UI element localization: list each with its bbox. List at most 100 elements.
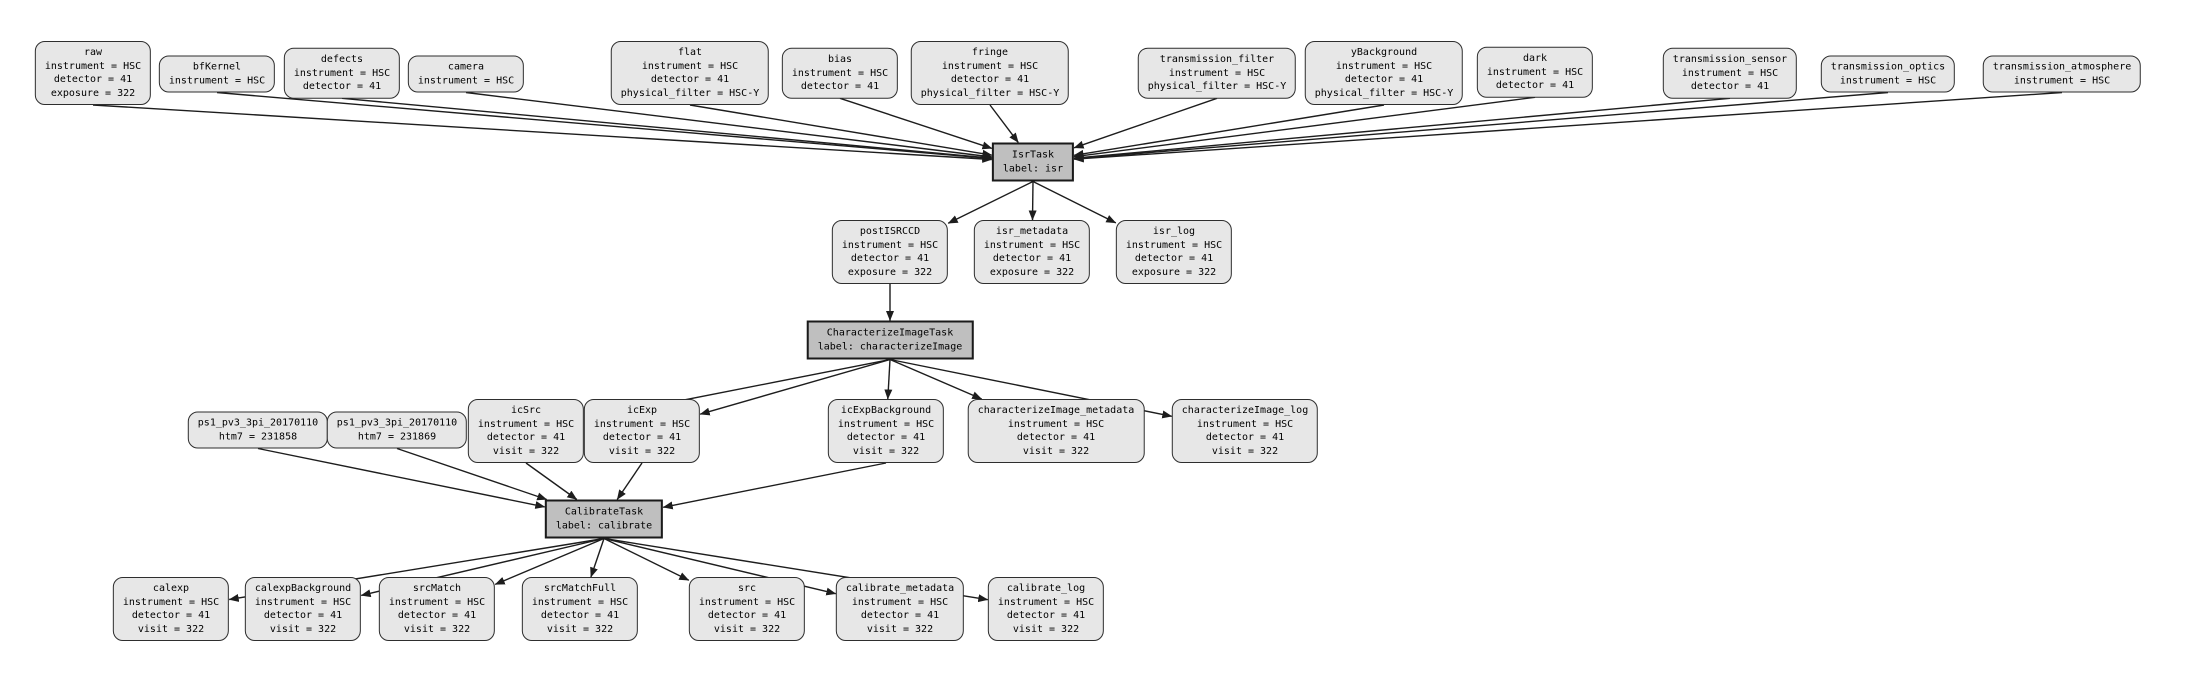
node-attribute: detector = 41 [707, 610, 787, 621]
node-title: ps1_pv3_3pi_20170110 [197, 417, 319, 429]
node-title: bias [827, 53, 853, 65]
node-title: flat [677, 47, 703, 58]
dataset-node-characterizeImage_metadata: characterizeImage_metadata instrument = H… [967, 399, 1145, 463]
node-title: yBackground [1350, 47, 1418, 58]
node-attribute: label: calibrate [555, 520, 653, 531]
node-attribute: detector = 41 [602, 432, 682, 443]
edge-isr-to-postISRCCD [947, 180, 1034, 224]
edge-isr-to-isr_metadata [1028, 181, 1037, 221]
node-attribute: instrument = HSC [1007, 418, 1105, 430]
dataset-node-camera: camera instrument = HSC [407, 55, 525, 93]
edge-icExpBackground-to-calibrate [662, 462, 887, 510]
node-attribute: instrument = HSC [293, 67, 391, 79]
edge-defects-to-isr [341, 97, 993, 162]
node-attribute: detector = 41 [1205, 432, 1285, 443]
node-attribute: detector = 41 [486, 432, 566, 443]
node-attribute: instrument = HSC [122, 596, 220, 608]
node-title: src [737, 583, 757, 594]
node-title: raw [83, 47, 103, 58]
node-attribute: detector = 41 [950, 74, 1030, 85]
edge-transmission_optics-to-isr [1073, 91, 1889, 162]
node-attribute: htm7 = 231869 [357, 431, 437, 442]
edge-calibrate-to-src [603, 537, 690, 581]
node-attribute: visit = 322 [269, 623, 337, 635]
node-attribute: exposure = 322 [989, 266, 1075, 278]
node-attribute: instrument = HSC [841, 239, 939, 251]
edge-calibrate-to-srcMatchFull [590, 538, 605, 578]
dataset-node-ps1b: ps1_pv3_3pi_20170110 htm7 = 231869 [326, 411, 468, 449]
node-attribute: detector = 41 [540, 610, 620, 621]
node-title: srcMatchFull [543, 583, 617, 594]
node-attribute: visit = 322 [1211, 445, 1279, 457]
node-attribute: physical_filter = HSC-Y [1314, 87, 1454, 99]
node-title: camera [447, 61, 485, 73]
node-attribute: instrument = HSC [2013, 75, 2111, 86]
node-title: ps1_pv3_3pi_20170110 [336, 417, 458, 429]
edge-ps1a-to-calibrate [257, 447, 546, 509]
edge-dark-to-isr [1073, 96, 1536, 160]
node-attribute: label: characterizeImage [817, 341, 963, 352]
node-attribute: instrument = HSC [1839, 75, 1937, 86]
node-attribute: physical_filter = HSC-Y [1147, 80, 1287, 92]
node-attribute: instrument = HSC [531, 596, 629, 608]
node-attribute: detector = 41 [992, 253, 1072, 264]
node-attribute: detector = 41 [1690, 80, 1770, 92]
node-title: characterizeImage_log [1181, 405, 1309, 416]
edge-transmission_sensor-to-isr [1073, 97, 1731, 162]
node-title: isr_metadata [995, 226, 1069, 237]
edge-characterizeImage-to-icExpBackground [884, 359, 893, 400]
node-title: dark [1522, 52, 1548, 64]
edge-bfKernel-to-isr [216, 91, 993, 162]
node-attribute: detector = 41 [1495, 79, 1575, 91]
node-attribute: instrument = HSC [837, 418, 935, 430]
node-title: CalibrateTask [564, 506, 644, 518]
node-title: srcMatch [412, 583, 462, 594]
node-attribute: detector = 41 [860, 610, 940, 621]
node-attribute: instrument = HSC [44, 60, 142, 72]
node-title: transmission_sensor [1672, 53, 1788, 65]
edge-icSrc-to-calibrate [525, 462, 578, 501]
node-attribute: instrument = HSC [388, 596, 486, 608]
edge-calibrate-to-srcMatch [494, 537, 605, 586]
node-attribute: detector = 41 [397, 610, 477, 621]
node-title: characterizeImage_metadata [977, 405, 1135, 416]
node-attribute: detector = 41 [53, 74, 133, 85]
node-attribute: exposure = 322 [1131, 266, 1217, 278]
node-attribute: visit = 322 [1012, 623, 1080, 635]
node-attribute: instrument = HSC [851, 596, 949, 608]
node-attribute: instrument = HSC [1681, 67, 1779, 79]
node-attribute: visit = 322 [713, 623, 781, 635]
node-attribute: visit = 322 [137, 623, 205, 635]
node-title: icExp [626, 405, 658, 416]
node-attribute: instrument = HSC [641, 60, 739, 72]
node-attribute: instrument = HSC [1335, 60, 1433, 72]
node-attribute: exposure = 322 [50, 87, 136, 99]
node-attribute: instrument = HSC [417, 75, 515, 86]
edge-ps1b-to-calibrate [396, 447, 548, 501]
node-attribute: detector = 41 [1006, 610, 1086, 621]
node-attribute: detector = 41 [846, 432, 926, 443]
